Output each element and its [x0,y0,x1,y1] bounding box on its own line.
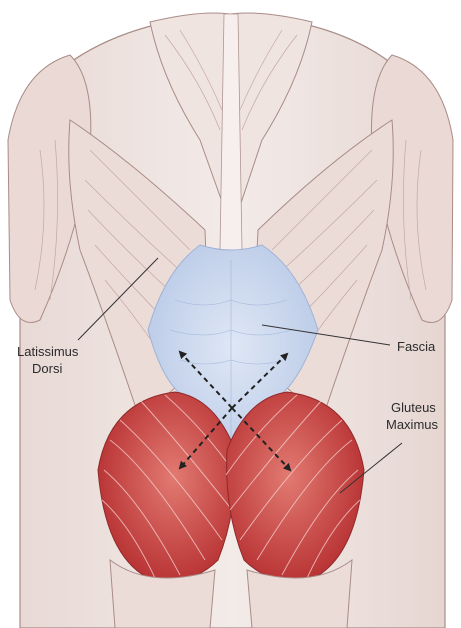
label-latissimus-line1: Latissimus [17,343,78,360]
label-latissimus-dorsi: Latissimus Dorsi [17,343,78,377]
label-gluteus-maximus: Gluteus Maximus [386,399,438,433]
label-gluteus-line1: Gluteus [386,399,438,416]
label-latissimus-line2: Dorsi [17,360,78,377]
label-fascia: Fascia [397,338,435,355]
label-gluteus-line2: Maximus [386,416,438,433]
